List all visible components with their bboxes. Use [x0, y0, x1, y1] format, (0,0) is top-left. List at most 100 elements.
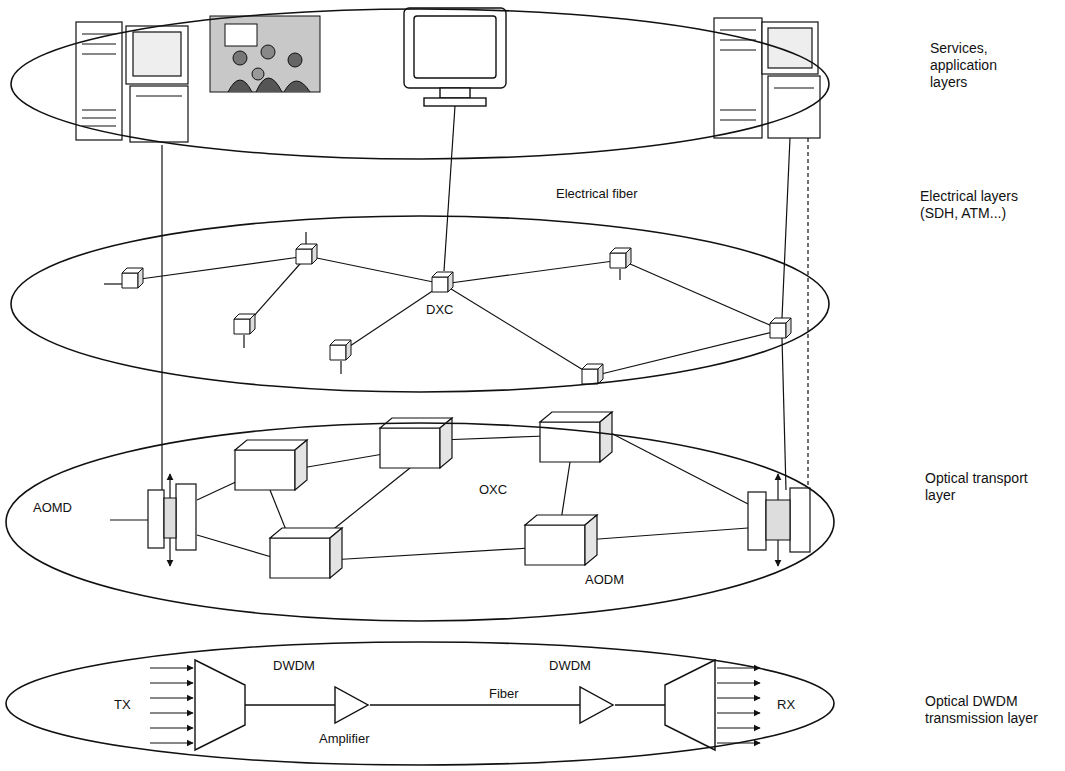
optical-link [605, 430, 750, 505]
amplifier-symbol [580, 687, 613, 723]
computer-icon [126, 26, 188, 84]
layer-ellipse: Optical transport layer [5, 422, 835, 622]
computer-icon [136, 95, 182, 96]
part-label: DWDM [272, 658, 316, 673]
optical-link [585, 528, 748, 540]
electrical-link [443, 260, 621, 284]
computer-icon [82, 117, 116, 118]
oxc-node [540, 412, 612, 462]
computer-icon [768, 28, 812, 68]
add-drop-multiplexer [777, 540, 778, 566]
people-picture [261, 45, 275, 59]
electrical-link [305, 232, 306, 244]
layer-label: Optical transport layer [925, 470, 1035, 504]
computer-icon [774, 87, 814, 88]
people-picture [210, 16, 320, 92]
computer-icon [768, 76, 820, 138]
computer-icon [762, 22, 818, 74]
electrical-link [593, 330, 781, 376]
dwdm-link [615, 704, 665, 705]
computer-icon [720, 49, 756, 50]
part-label: OXC [478, 482, 508, 497]
add-drop-multiplexer [148, 490, 164, 548]
electrical-link [243, 335, 244, 348]
people-picture [252, 68, 264, 80]
amplifier-symbol [335, 687, 613, 723]
layer-link [807, 138, 808, 500]
wavelength-arrows [150, 742, 193, 743]
monitor-icon [424, 98, 486, 106]
add-drop-multiplexer [148, 474, 196, 566]
dwdm-multiplexer [195, 660, 715, 750]
add-drop-multiplexer [777, 474, 778, 500]
dwdm-link [370, 704, 580, 705]
dxc-node [582, 364, 603, 384]
layer-label: Optical DWDM transmission layer [925, 693, 1055, 727]
dxc-node [330, 340, 351, 360]
part-label: Amplifier [318, 731, 371, 746]
wavelength-arrows [150, 727, 193, 728]
monitor-icon [404, 8, 506, 106]
layer-link [782, 338, 786, 490]
oxc-node [525, 515, 597, 565]
monitor-icon [440, 88, 470, 98]
ellipse-outline [5, 422, 835, 622]
optical-link [197, 480, 240, 500]
electrical-link [307, 256, 443, 284]
dxc-node [770, 318, 791, 338]
electrical-link [443, 284, 593, 376]
part-label: AODM [584, 572, 625, 587]
oxc-node [270, 528, 342, 578]
computer-icon [82, 125, 116, 126]
ellipse-outline [11, 216, 829, 392]
add-drop-multiplexer [169, 474, 170, 498]
wavelength-arrows [150, 667, 193, 668]
people-picture [233, 51, 247, 65]
add-drop-multiplexer [169, 538, 170, 566]
part-label: TX [113, 697, 132, 712]
computer-icon [130, 86, 188, 142]
computer-icon [720, 109, 756, 110]
layer-label: Services, application layers [930, 40, 1030, 91]
people-picture [210, 16, 320, 92]
part-label: Fiber [488, 686, 520, 701]
optical-link [440, 436, 545, 440]
wavelength-arrows [717, 712, 760, 713]
wavelength-arrows [150, 682, 193, 683]
layer-label: Electrical layers (SDH, ATM...) [920, 188, 1045, 222]
optical-link [110, 519, 148, 520]
electrical-link [341, 284, 443, 352]
dxc-node [432, 272, 453, 292]
add-drop-multiplexer [748, 492, 766, 550]
layer-ellipse: Electrical layers (SDH, ATM...) [10, 215, 830, 393]
oxc-node [380, 418, 452, 468]
dwdm-link [245, 704, 335, 705]
dxc-node [122, 244, 791, 384]
electrical-link [104, 232, 781, 376]
ellipse-outline [6, 423, 834, 621]
monitor-icon [404, 8, 506, 88]
wavelength-arrows [717, 727, 760, 728]
ellipse-outline [11, 9, 829, 159]
optical-link [197, 535, 275, 558]
dxc-node [610, 248, 631, 268]
wavelength-arrows [717, 697, 760, 698]
dxc-node [122, 268, 143, 288]
oxc-node [235, 440, 307, 490]
ellipse-outline [10, 215, 830, 393]
computer-icon [133, 32, 181, 76]
layer-link [162, 106, 808, 500]
computer-icon [76, 22, 122, 140]
computer-icon [82, 109, 116, 110]
wavelength-arrows [150, 712, 193, 713]
optical-link [330, 548, 530, 560]
electrical-link [340, 361, 341, 374]
part-label: RX [776, 697, 796, 712]
electrical-link [621, 260, 781, 330]
monitor-icon [414, 16, 496, 78]
computer-icon [82, 53, 116, 54]
part-label: AOMD [32, 500, 73, 515]
ellipse-outline [6, 642, 834, 765]
add-drop-multiplexer [766, 500, 790, 540]
